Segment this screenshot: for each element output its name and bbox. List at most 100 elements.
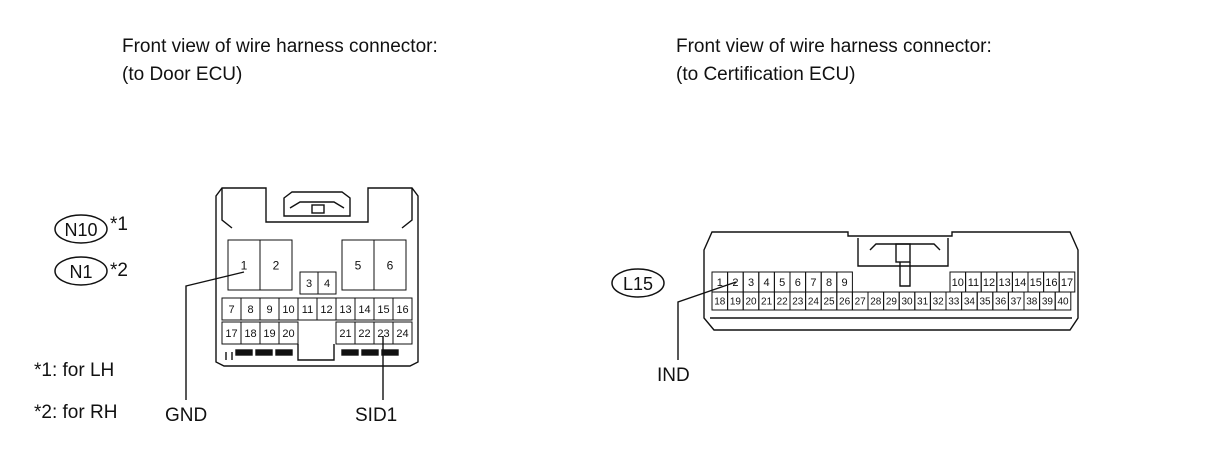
svg-text:19: 19 bbox=[263, 328, 275, 340]
svg-text:11: 11 bbox=[302, 304, 313, 316]
connector-code-l15: L15 bbox=[611, 268, 665, 298]
left-connector-title-line2: (to Door ECU) bbox=[122, 64, 243, 85]
svg-text:10: 10 bbox=[952, 277, 964, 289]
pin-11: 11 bbox=[965, 271, 982, 293]
svg-text:35: 35 bbox=[979, 297, 991, 308]
svg-text:9: 9 bbox=[266, 304, 272, 316]
svg-text:21: 21 bbox=[761, 297, 773, 308]
svg-text:23: 23 bbox=[792, 297, 804, 308]
pin-6: 6 bbox=[373, 239, 407, 291]
connector-code-n10-note: *1 bbox=[110, 214, 128, 235]
svg-text:3: 3 bbox=[306, 278, 312, 290]
svg-text:12: 12 bbox=[983, 277, 995, 289]
pin-36: 36 bbox=[992, 291, 1009, 311]
svg-text:18: 18 bbox=[714, 297, 726, 308]
pin-21: 21 bbox=[335, 321, 356, 345]
pin-22: 22 bbox=[773, 291, 791, 311]
pin-35: 35 bbox=[976, 291, 994, 311]
pin-18: 18 bbox=[240, 321, 261, 345]
pin-39: 39 bbox=[1039, 291, 1056, 311]
svg-text:4: 4 bbox=[324, 278, 330, 290]
svg-text:24: 24 bbox=[808, 297, 820, 308]
pin-4: 4 bbox=[317, 271, 337, 295]
svg-text:20: 20 bbox=[745, 297, 757, 308]
svg-text:6: 6 bbox=[795, 277, 801, 289]
pin-23: 23 bbox=[789, 291, 807, 311]
svg-text:24: 24 bbox=[396, 328, 408, 340]
svg-text:15: 15 bbox=[377, 304, 389, 316]
pin-20: 20 bbox=[742, 291, 760, 311]
pin-18: 18 bbox=[711, 291, 729, 311]
svg-text:31: 31 bbox=[917, 297, 929, 308]
pin-29: 29 bbox=[883, 291, 900, 311]
svg-text:30: 30 bbox=[901, 297, 913, 308]
pin-6: 6 bbox=[789, 271, 807, 293]
pin-21: 21 bbox=[758, 291, 775, 311]
svg-text:14: 14 bbox=[358, 304, 370, 316]
svg-text:34: 34 bbox=[964, 297, 976, 308]
pin-12: 12 bbox=[980, 271, 998, 293]
pin-5: 5 bbox=[773, 271, 791, 293]
svg-text:32: 32 bbox=[933, 297, 945, 308]
pin-33: 33 bbox=[945, 291, 963, 311]
pin-8: 8 bbox=[240, 297, 261, 321]
pin-24: 24 bbox=[805, 291, 822, 311]
svg-text:13: 13 bbox=[339, 304, 351, 316]
svg-text:22: 22 bbox=[358, 328, 370, 340]
pin-30: 30 bbox=[898, 291, 916, 311]
pin-2: 2 bbox=[259, 239, 293, 291]
svg-text:13: 13 bbox=[998, 277, 1010, 289]
pin-13: 13 bbox=[335, 297, 356, 321]
pin-32: 32 bbox=[929, 291, 947, 311]
left-connector-title-line1: Front view of wire harness connector: bbox=[122, 36, 438, 57]
svg-text:N10: N10 bbox=[64, 220, 97, 240]
pin-20: 20 bbox=[278, 321, 299, 345]
door-ecu-connector bbox=[215, 187, 419, 367]
svg-text:N1: N1 bbox=[69, 262, 92, 282]
svg-text:39: 39 bbox=[1042, 297, 1054, 308]
svg-text:15: 15 bbox=[1030, 277, 1042, 289]
connector-code-n1: N1 bbox=[54, 256, 108, 286]
svg-text:1: 1 bbox=[241, 258, 248, 272]
pin-19: 19 bbox=[259, 321, 280, 345]
pin-15: 15 bbox=[1027, 271, 1045, 293]
pin-13: 13 bbox=[996, 271, 1013, 293]
pin-14: 14 bbox=[354, 297, 375, 321]
svg-text:1: 1 bbox=[717, 277, 723, 289]
svg-text:2: 2 bbox=[732, 277, 738, 289]
svg-text:8: 8 bbox=[826, 277, 832, 289]
svg-text:5: 5 bbox=[355, 258, 362, 272]
svg-text:17: 17 bbox=[1061, 277, 1073, 289]
pin-8: 8 bbox=[820, 271, 838, 293]
svg-text:25: 25 bbox=[823, 297, 835, 308]
pin-10: 10 bbox=[949, 271, 967, 293]
pin-11: 11 bbox=[297, 297, 318, 321]
svg-text:11: 11 bbox=[968, 277, 979, 289]
connector-code-n10: N10 bbox=[54, 214, 108, 244]
svg-text:26: 26 bbox=[839, 297, 851, 308]
pin-27: 27 bbox=[851, 291, 869, 311]
pin-16: 16 bbox=[1043, 271, 1060, 293]
pin-9: 9 bbox=[259, 297, 280, 321]
pin-26: 26 bbox=[836, 291, 853, 311]
svg-text:4: 4 bbox=[764, 277, 770, 289]
pin-7: 7 bbox=[805, 271, 822, 293]
svg-text:8: 8 bbox=[247, 304, 253, 316]
pin-17: 17 bbox=[1058, 271, 1076, 293]
pin-5: 5 bbox=[341, 239, 375, 291]
svg-text:18: 18 bbox=[244, 328, 256, 340]
svg-text:3: 3 bbox=[748, 277, 754, 289]
pin-22: 22 bbox=[354, 321, 375, 345]
svg-text:22: 22 bbox=[777, 297, 789, 308]
pin-38: 38 bbox=[1023, 291, 1041, 311]
svg-text:29: 29 bbox=[886, 297, 898, 308]
pin-10: 10 bbox=[278, 297, 299, 321]
pin-9: 9 bbox=[836, 271, 853, 293]
pin-1: 1 bbox=[227, 239, 261, 291]
svg-text:28: 28 bbox=[870, 297, 882, 308]
ind-leader-line bbox=[677, 281, 737, 360]
svg-text:38: 38 bbox=[1026, 297, 1038, 308]
label-ind: IND bbox=[657, 365, 690, 386]
